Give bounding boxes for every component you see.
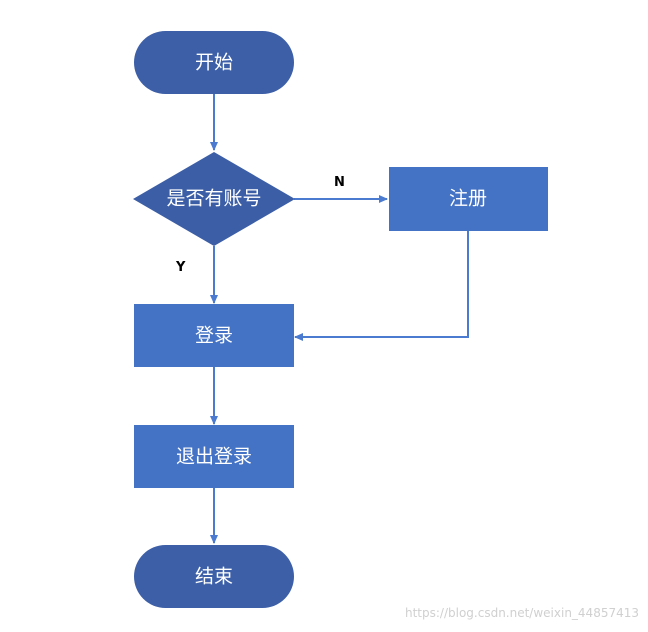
connectors (210, 94, 469, 544)
watermark: https://blog.csdn.net/weixin_44857413 (405, 606, 639, 620)
login-shape (134, 304, 294, 367)
decision-shape (133, 152, 295, 246)
login-label: 登录 (195, 325, 233, 347)
no-edge-label: N (334, 175, 345, 190)
yes-edge-label: Y (175, 260, 186, 275)
decision-label: 是否有账号 (166, 188, 261, 210)
logout-node: 退出登录 (134, 425, 294, 488)
login-node: 登录 (134, 304, 294, 367)
register-shape (389, 167, 548, 231)
arrow-register-to-login (294, 231, 469, 341)
register-label: 注册 (449, 188, 487, 210)
decision-node: 是否有账号 (133, 152, 295, 246)
end-node: 结束 (134, 545, 294, 608)
end-label: 结束 (195, 566, 233, 588)
start-node: 开始 (134, 31, 294, 94)
start-label: 开始 (195, 52, 233, 74)
logout-label: 退出登录 (176, 446, 252, 468)
logout-shape (134, 425, 294, 488)
start-shape (134, 31, 294, 94)
end-shape (134, 545, 294, 608)
register-node: 注册 (389, 167, 548, 231)
